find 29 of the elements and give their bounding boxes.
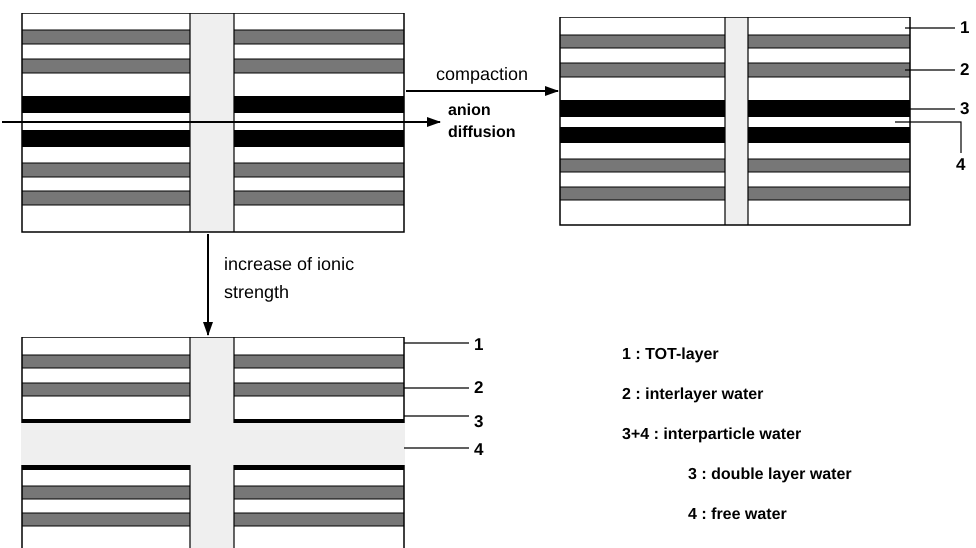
clay-layers-drawing (559, 17, 911, 226)
key-entry: 2 : interlayer water (622, 385, 764, 405)
leader-line (404, 447, 469, 449)
leader-line (905, 69, 955, 71)
callout-number: 3 (960, 99, 970, 119)
key-entry: 3+4 : interparticle water (622, 425, 802, 445)
leader-line (910, 108, 955, 110)
callout-number: 4 (956, 155, 966, 175)
callout-number: 2 (474, 378, 484, 398)
edge-label: compaction (436, 63, 528, 86)
key-entry: 4 : free water (688, 505, 787, 525)
callout-number: 3 (474, 412, 484, 432)
callout-number: 4 (474, 440, 484, 460)
arrow-label: anion diffusion (448, 101, 517, 143)
clay-layers-drawing (21, 337, 405, 548)
arrow (406, 86, 559, 96)
callout-number: 1 (960, 18, 970, 38)
leader-line (895, 121, 962, 153)
edge-label: increase of ionic strength (224, 253, 356, 304)
key-entry: 3 : double layer water (688, 465, 852, 485)
arrow (203, 234, 213, 336)
leader-line (404, 415, 469, 417)
leader-line (404, 387, 469, 389)
leader-line (905, 27, 955, 29)
leader-line (404, 342, 469, 344)
callout-number: 1 (474, 335, 484, 355)
clay-layers-drawing (21, 13, 405, 233)
callout-number: 2 (960, 60, 970, 80)
key-entry: 1 : TOT-layer (622, 345, 719, 365)
